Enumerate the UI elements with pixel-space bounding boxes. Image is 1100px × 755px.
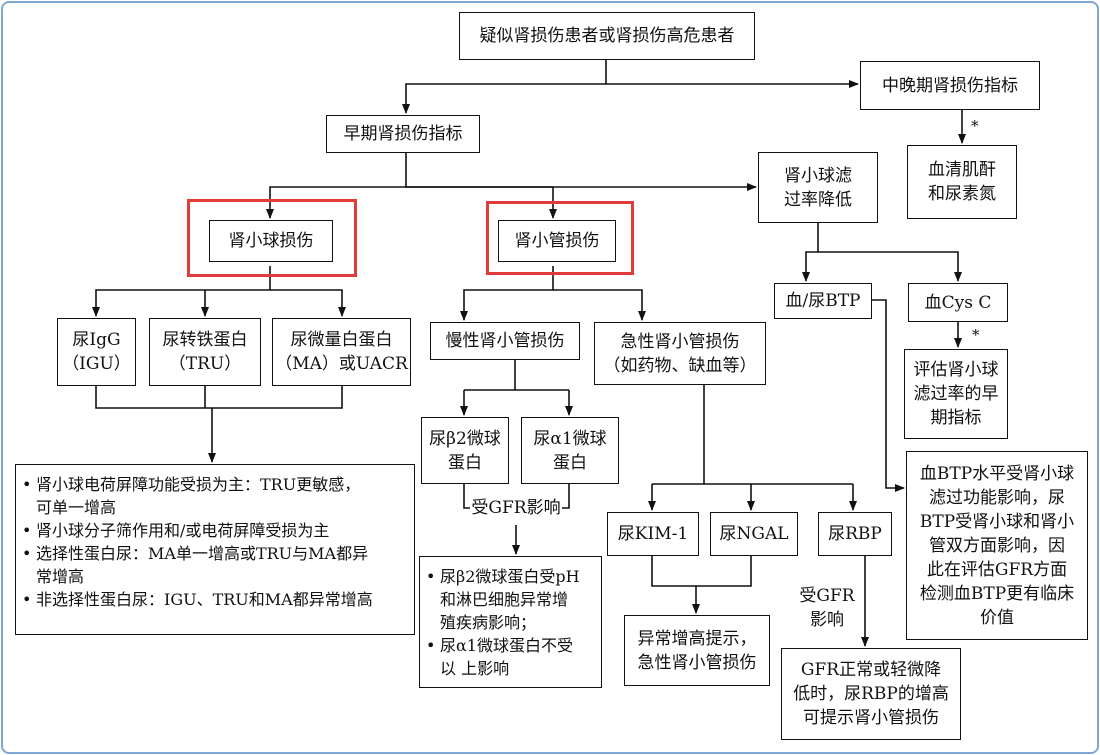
note-item: 尿β2微球蛋白受pH 和淋巴细胞异常增 殖疾病影响；	[426, 565, 595, 634]
btp-note-box: 血BTP水平受肾小球 滤过功能影响，尿 BTP受肾小球和肾小 管双方面影响，因 …	[906, 451, 1088, 640]
gfr-early-indicator-box: 评估肾小球 滤过率的早 期指标	[904, 349, 1008, 439]
star-mark: *	[971, 117, 979, 135]
ngal-box: 尿NGAL	[710, 512, 798, 556]
alpha1-microglobulin-box: 尿α1微球 蛋白	[521, 417, 619, 484]
note-item: 尿α1微球蛋白不受 以 上影响	[426, 634, 595, 680]
note-item: 选择性蛋白尿：MA单一增高或TRU与MA都异 常增高	[22, 542, 408, 588]
glomerular-highlight	[187, 199, 357, 277]
urine-transferrin-box: 尿转铁蛋白 （TRU）	[149, 318, 261, 386]
tubular-highlight	[486, 201, 634, 275]
glomerular-injury-box: 肾小球损伤	[209, 220, 333, 262]
beta2-microglobulin-box: 尿β2微球 蛋白	[421, 417, 509, 484]
scr-bun-box: 血清肌酐 和尿素氮	[907, 145, 1017, 219]
rbp-gfr-affected-label: 受GFR 影响	[792, 584, 862, 634]
blood-urine-btp-box: 血/尿BTP	[774, 283, 872, 319]
root-box: 疑似肾损伤患者或肾损伤高危患者	[459, 12, 755, 60]
gfr-affected-label: 受GFR影响	[470, 496, 562, 522]
note-item: 非选择性蛋白尿：IGU、TRU和MA都异常增高	[22, 588, 408, 611]
acute-tubular-box: 急性肾小管损伤 （如药物、缺血等）	[594, 322, 766, 385]
tubular-injury-box: 肾小管损伤	[498, 220, 616, 262]
late-indicators-box: 中晚期肾损伤指标	[860, 61, 1040, 110]
glomerular-notes-box: 肾小球电荷屏障功能受损为主：TRU更敏感， 可单一增高 肾小球分子筛作用和/或电…	[15, 464, 415, 635]
chronic-tubular-box: 慢性肾小管损伤	[430, 322, 580, 360]
abnormal-acute-box: 异常增高提示， 急性肾小管损伤	[624, 615, 770, 686]
microglobulin-notes-box: 尿β2微球蛋白受pH 和淋巴细胞异常增 殖疾病影响； 尿α1微球蛋白不受 以 上…	[419, 556, 602, 688]
early-indicators-box: 早期肾损伤指标	[326, 115, 480, 153]
kim1-box: 尿KIM-1	[607, 512, 699, 556]
blood-cysc-box: 血Cys C	[908, 283, 1008, 322]
note-item: 肾小球电荷屏障功能受损为主：TRU更敏感， 可单一增高	[22, 473, 408, 519]
star-mark: *	[972, 326, 980, 344]
gfr-decrease-box: 肾小球滤 过率降低	[758, 152, 878, 223]
rbp-box: 尿RBP	[818, 512, 892, 556]
rbp-note-box: GFR正常或轻微降 低时，尿RBP的增高 可提示肾小管损伤	[781, 648, 961, 740]
note-item: 肾小球分子筛作用和/或电荷屏障受损为主	[22, 519, 408, 542]
urine-microalbumin-box: 尿微量白蛋白 （MA）或UACR	[272, 318, 411, 386]
urine-igg-box: 尿IgG （IGU）	[57, 318, 136, 386]
